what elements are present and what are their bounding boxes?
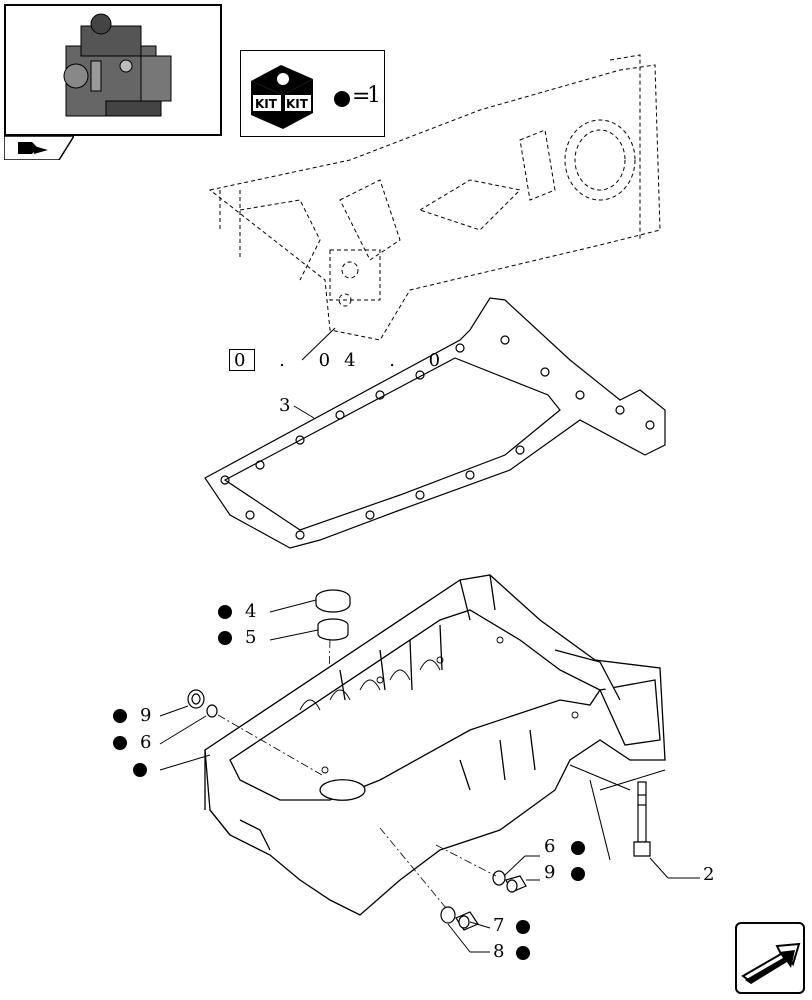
plug-9-right	[505, 875, 527, 893]
callout-6-right: 6	[544, 836, 556, 857]
callout-9-right: 9	[544, 862, 556, 883]
callout-2: 2	[703, 864, 715, 885]
washer-6-left	[206, 704, 218, 718]
callout-5: 5	[245, 627, 257, 648]
kit-bullet-icon	[113, 709, 127, 723]
book-icon[interactable]	[4, 136, 74, 160]
kit-bullet-icon	[571, 867, 585, 881]
oil-pan	[204, 574, 666, 916]
callout-9-left: 9	[140, 705, 152, 726]
kit-bullet-icon	[113, 736, 127, 750]
plug-4	[315, 589, 351, 613]
ring-5	[317, 618, 349, 641]
kit-bullet-icon	[218, 605, 232, 619]
kit-box-icon: KIT KIT	[251, 65, 350, 129]
kit-label-left: KIT	[255, 97, 278, 111]
bolt-2	[633, 781, 651, 857]
kit-bullet-icon	[516, 920, 530, 934]
kit-value: 1	[367, 83, 381, 108]
callout-7: 7	[493, 915, 505, 936]
oil-pan-ribs	[299, 636, 579, 774]
leader-3	[293, 405, 315, 419]
reference-link[interactable]: 0 . 04 . 0	[234, 350, 455, 371]
kit-bullet-icon	[133, 763, 147, 777]
reference-box[interactable]	[229, 349, 255, 371]
oil-pan-gasket	[204, 297, 666, 549]
kit-bullet-icon	[334, 91, 350, 107]
kit-bullet-icon	[218, 631, 232, 645]
callout-3: 3	[279, 395, 291, 416]
engine-thumbnail-icon	[63, 13, 172, 117]
kit-label-right: KIT	[286, 97, 309, 111]
kit-legend-box: KIT KIT	[240, 50, 385, 137]
callout-4: 4	[245, 601, 257, 622]
engine-thumbnail	[4, 4, 222, 136]
kit-bullet-icon	[571, 841, 585, 855]
washer-6-right	[492, 870, 506, 886]
kit-bullets	[113, 605, 585, 960]
engine-block-outline	[208, 54, 661, 341]
ref-leader	[301, 327, 336, 361]
kit-bullet-icon	[516, 946, 530, 960]
callout-8: 8	[493, 941, 505, 962]
plug-9-left	[187, 689, 205, 709]
next-page-arrow-icon	[741, 942, 801, 984]
next-page-button[interactable]	[735, 922, 805, 994]
drain-plug-8	[455, 911, 479, 931]
callout-6-left: 6	[140, 732, 152, 753]
kit-equals: =	[352, 84, 371, 109]
washer-7	[440, 906, 456, 924]
